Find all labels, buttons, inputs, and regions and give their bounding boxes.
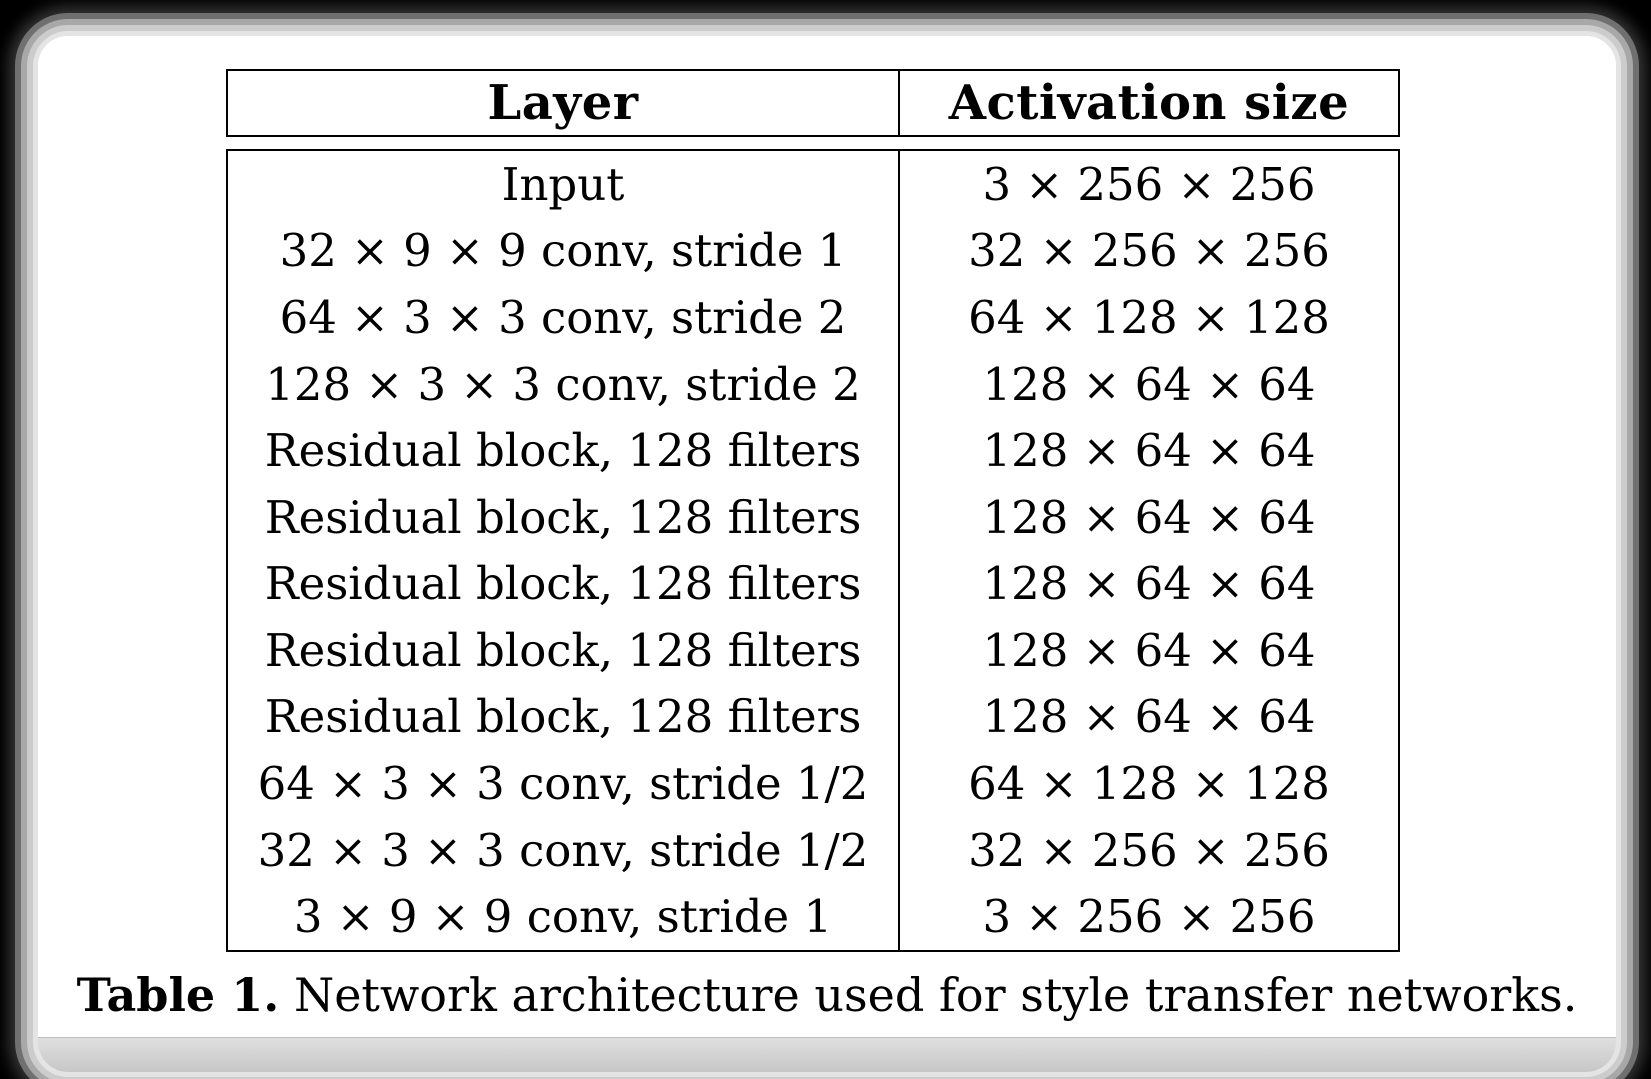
layer-cell: Residual block, 128 filters [228,683,900,751]
layer-cell: 32 × 3 × 3 conv, stride 1/2 [228,816,900,884]
table-row: 3 × 9 × 9 conv, stride 1 3 × 256 × 256 [228,883,1398,950]
activation-cell: 32 × 256 × 256 [968,224,1330,278]
column-header-activation-size: Activation size [948,75,1350,131]
layer-cell: Residual block, 128 filters [228,617,900,684]
card-footer-strip [38,1037,1616,1072]
table-row: 32 × 3 × 3 conv, stride 1/2 32 × 256 × 2… [228,816,1398,884]
paper-page: Layer Activation size Input 3 × 256 × 25… [38,36,1616,1037]
layer-cell: Input [228,151,900,218]
table-row: 64 × 3 × 3 conv, stride 1/2 64 × 128 × 1… [228,750,1398,817]
table-row: Residual block, 128 filters 128 × 64 × 6… [228,683,1398,751]
layer-cell: 3 × 9 × 9 conv, stride 1 [228,883,900,950]
layer-cell: Residual block, 128 filters [228,417,900,484]
layer-cell: 64 × 3 × 3 conv, stride 1/2 [228,750,900,817]
table-row: Residual block, 128 filters 128 × 64 × 6… [228,483,1398,551]
table-row: 32 × 9 × 9 conv, stride 1 32 × 256 × 256 [228,217,1398,285]
activation-cell: 128 × 64 × 64 [982,623,1316,677]
activation-cell: 3 × 256 × 256 [982,157,1316,211]
activation-cell: 128 × 64 × 64 [982,424,1316,478]
activation-cell: 32 × 256 × 256 [968,823,1330,877]
table-header-row: Layer Activation size [226,69,1400,137]
layer-cell: 128 × 3 × 3 conv, stride 2 [228,350,900,418]
table-body: Input 3 × 256 × 256 32 × 9 × 9 conv, str… [226,149,1400,952]
architecture-table: Layer Activation size Input 3 × 256 × 25… [226,69,1400,952]
layer-cell: Residual block, 128 filters [228,550,900,618]
activation-cell: 3 × 256 × 256 [982,890,1316,944]
activation-cell: 128 × 64 × 64 [982,690,1316,744]
activation-cell: 128 × 64 × 64 [982,357,1316,411]
activation-cell: 64 × 128 × 128 [968,756,1330,810]
table-row: Input 3 × 256 × 256 [228,151,1398,218]
caption-label: Table 1. [76,968,280,1022]
caption-text: Network architecture used for style tran… [293,968,1578,1022]
document-card: Layer Activation size Input 3 × 256 × 25… [38,36,1616,1072]
table-row: 128 × 3 × 3 conv, stride 2 128 × 64 × 64 [228,350,1398,418]
layer-cell: Residual block, 128 filters [228,483,900,551]
activation-cell: 128 × 64 × 64 [982,490,1316,544]
table-caption: Table 1.Network architecture used for st… [38,968,1616,1022]
table-row: Residual block, 128 filters 128 × 64 × 6… [228,550,1398,618]
table-row: Residual block, 128 filters 128 × 64 × 6… [228,617,1398,684]
table-row: Residual block, 128 filters 128 × 64 × 6… [228,417,1398,484]
layer-cell: 32 × 9 × 9 conv, stride 1 [228,217,900,285]
column-header-layer: Layer [228,71,900,135]
activation-cell: 64 × 128 × 128 [968,290,1330,344]
layer-cell: 64 × 3 × 3 conv, stride 2 [228,284,900,351]
table-row: 64 × 3 × 3 conv, stride 2 64 × 128 × 128 [228,284,1398,351]
activation-cell: 128 × 64 × 64 [982,557,1316,611]
